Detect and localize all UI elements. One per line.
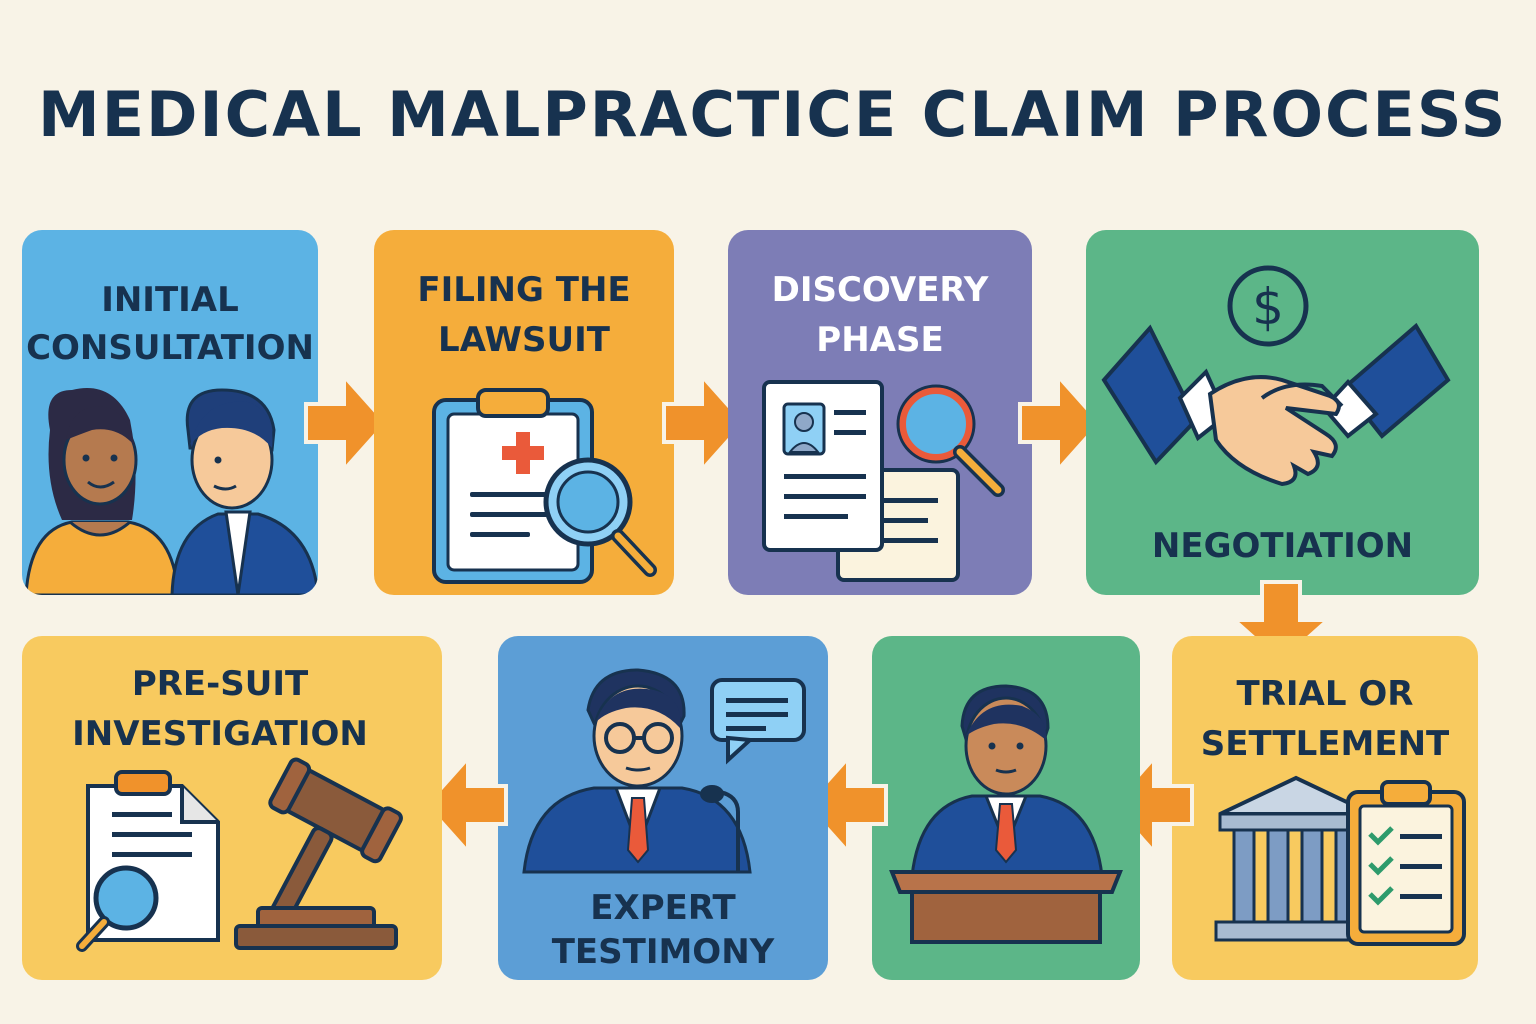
step-label-line2: INVESTIGATION xyxy=(72,714,368,754)
step-label-line2: TESTIMONY xyxy=(551,932,775,972)
step-label-line1: NEGOTIATION xyxy=(1151,526,1414,566)
step-label-line1: DISCOVERY xyxy=(771,270,989,310)
page-title: MEDICAL MALPRACTICE CLAIM PROCESS xyxy=(38,78,1508,151)
arrow-right-icon xyxy=(662,374,746,472)
step-card-attorney-podium xyxy=(872,636,1140,980)
svg-text:$: $ xyxy=(1252,278,1284,336)
attorney-podium-icon xyxy=(889,684,1123,944)
step-label-line2: CONSULTATION xyxy=(26,328,314,368)
step-label-line2: PHASE xyxy=(816,320,944,360)
expert-witness-icon xyxy=(522,668,806,874)
arrow-right-icon xyxy=(1018,374,1102,472)
step-card-trial-or-settlement: TRIAL OR SETTLEMENT xyxy=(1172,636,1478,980)
step-label-line1: FILING THE xyxy=(417,270,631,310)
arrow-left-icon xyxy=(424,756,508,854)
step-label-line1: EXPERT xyxy=(590,888,736,928)
gavel-document-icon xyxy=(76,757,403,952)
step-card-discovery-phase: DISCOVERY PHASE xyxy=(728,230,1032,595)
step-label-line2: SETTLEMENT xyxy=(1200,724,1450,764)
clipboard-magnifier-icon xyxy=(432,388,657,584)
documents-magnifier-icon xyxy=(762,380,1005,582)
step-label-line1: INITIAL xyxy=(101,280,239,320)
consultation-people-icon xyxy=(24,388,318,595)
handshake-dollar-icon: $ xyxy=(1101,265,1451,487)
step-card-filing-the-lawsuit: FILING THE LAWSUIT xyxy=(374,230,674,595)
step-card-negotiation: NEGOTIATION $ xyxy=(1086,230,1479,595)
step-label-line1: PRE-SUIT xyxy=(131,664,309,704)
step-label-line2: LAWSUIT xyxy=(438,320,610,360)
step-card-pre-suit-investigation: PRE-SUIT INVESTIGATION xyxy=(22,636,442,980)
courthouse-checklist-icon xyxy=(1214,775,1466,946)
step-card-expert-testimony: EXPERT TESTIMONY xyxy=(498,636,828,980)
arrow-right-icon xyxy=(304,374,388,472)
step-card-initial-consultation: INITIAL CONSULTATION xyxy=(22,230,318,595)
step-label-line1: TRIAL OR xyxy=(1236,674,1414,714)
